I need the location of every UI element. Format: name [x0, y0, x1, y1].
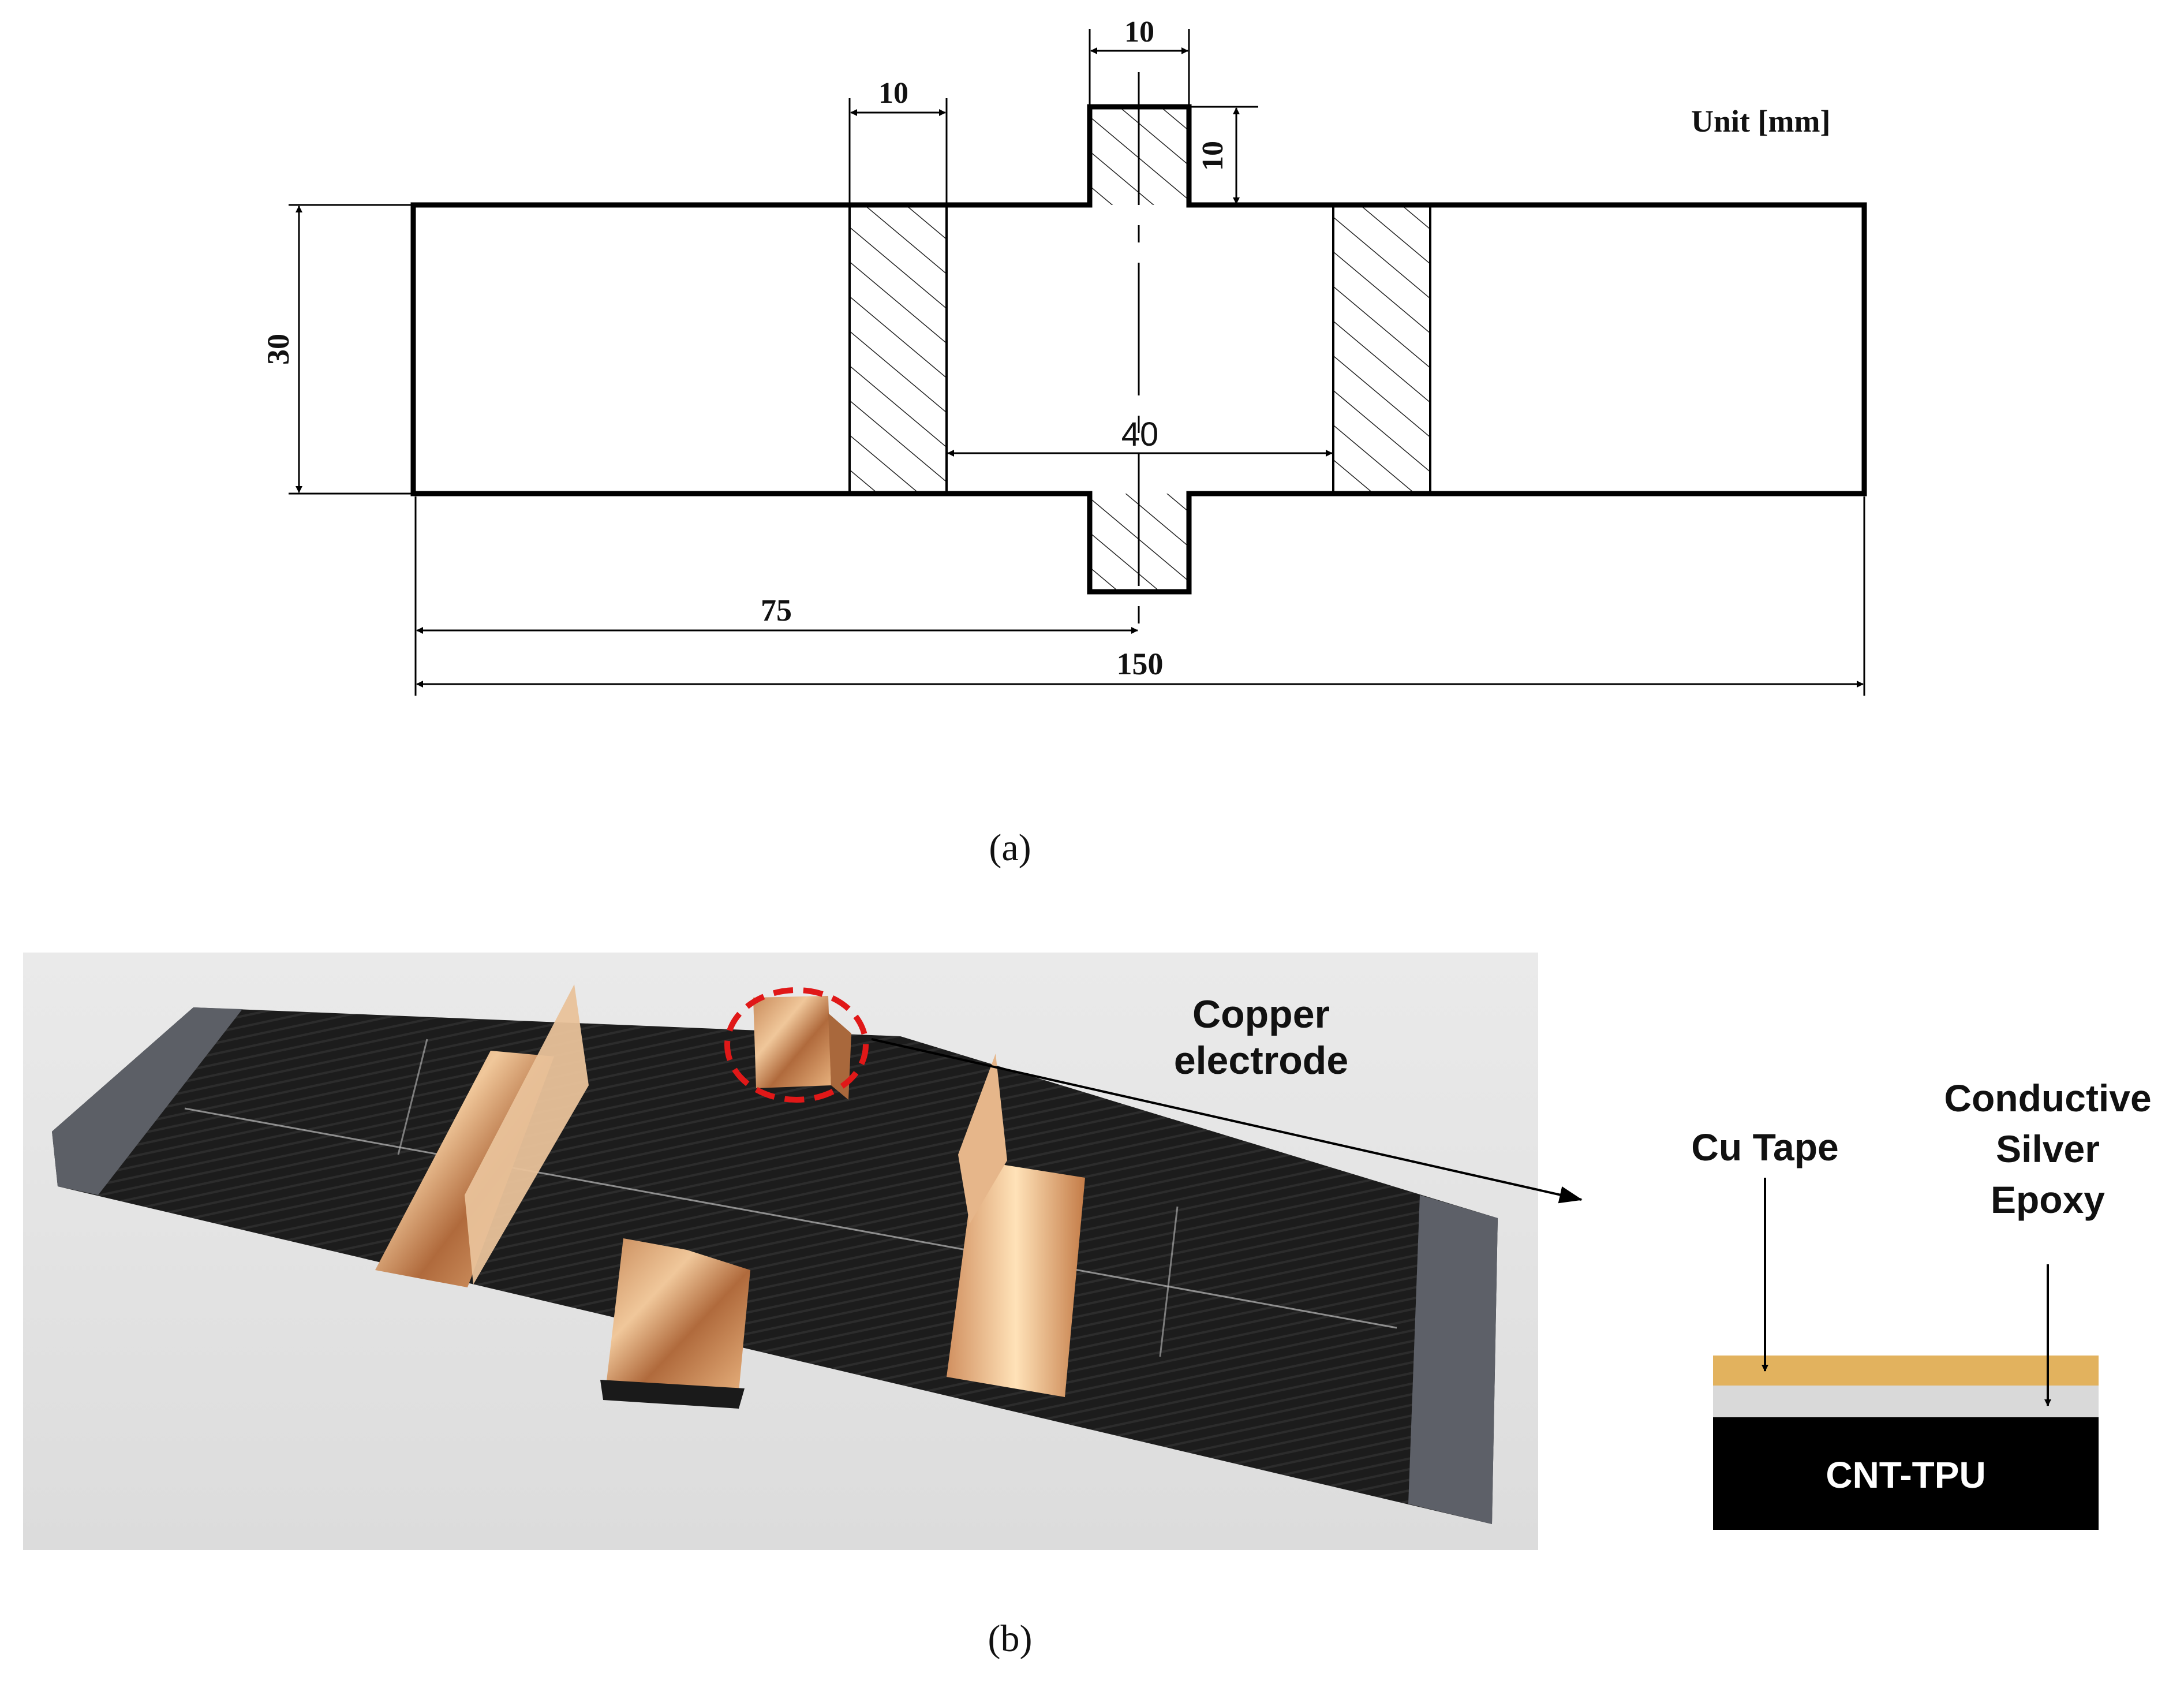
copper-electrode-label-2: electrode	[1174, 1039, 1348, 1082]
copper-electrode-callout-circle	[724, 987, 869, 1103]
callout-arrow	[871, 1038, 1583, 1204]
electrode-width-label: 10	[878, 77, 908, 110]
strip-end-left	[52, 1007, 242, 1195]
technical-drawing: 10 10 10 Unit [mm] 30 40 75 150	[261, 16, 1867, 696]
bottom-tab-base	[600, 1380, 745, 1409]
top-copper-tab	[753, 996, 831, 1088]
top-tab-height-label: 10	[1196, 141, 1229, 171]
right-copper-fin	[958, 1054, 1007, 1224]
electrode-spacing-label: 40	[1121, 416, 1159, 453]
bottom-copper-tab	[606, 1238, 750, 1391]
silver-epoxy-label: Conductive	[1944, 1077, 2151, 1119]
top-tab-width-label: 10	[1124, 16, 1154, 48]
strip-mark	[1159, 1206, 1179, 1357]
layer-schematic: CNT-TPU Cu Tape Conductive Silver Epoxy	[1691, 1077, 2152, 1530]
silver-epoxy-label-3: Epoxy	[1991, 1178, 2105, 1221]
right-copper-band	[947, 1160, 1085, 1397]
unit-label: Unit [mm]	[1691, 104, 1830, 139]
strip-height-label: 30	[261, 334, 296, 365]
silver-epoxy-layer	[1713, 1386, 2099, 1417]
half-length-label: 75	[761, 593, 792, 628]
left-copper-fin	[465, 984, 589, 1285]
cnt-tpu-substrate-layer	[1713, 1417, 2099, 1530]
left-electrode-band	[850, 205, 947, 494]
strip-mark	[184, 1107, 1397, 1329]
caption-a: (a)	[989, 827, 1031, 869]
total-length-label: 150	[1117, 647, 1164, 681]
caption-b: (b)	[988, 1618, 1033, 1660]
right-electrode-band	[1333, 205, 1430, 494]
cu-tape-layer	[1713, 1356, 2099, 1386]
strip-mark	[397, 1039, 428, 1155]
specimen-photo: Copper electrode	[23, 953, 1583, 1550]
silver-epoxy-label-2: Silver	[1996, 1127, 2100, 1170]
copper-electrode-label: Copper	[1192, 992, 1330, 1036]
cnt-tpu-strip	[52, 1007, 1498, 1524]
cu-tape-label: Cu Tape	[1691, 1126, 1838, 1168]
substrate-label: CNT-TPU	[1826, 1454, 1985, 1496]
top-copper-tab-fold	[828, 1013, 851, 1100]
strip-end-right	[1408, 1195, 1498, 1524]
